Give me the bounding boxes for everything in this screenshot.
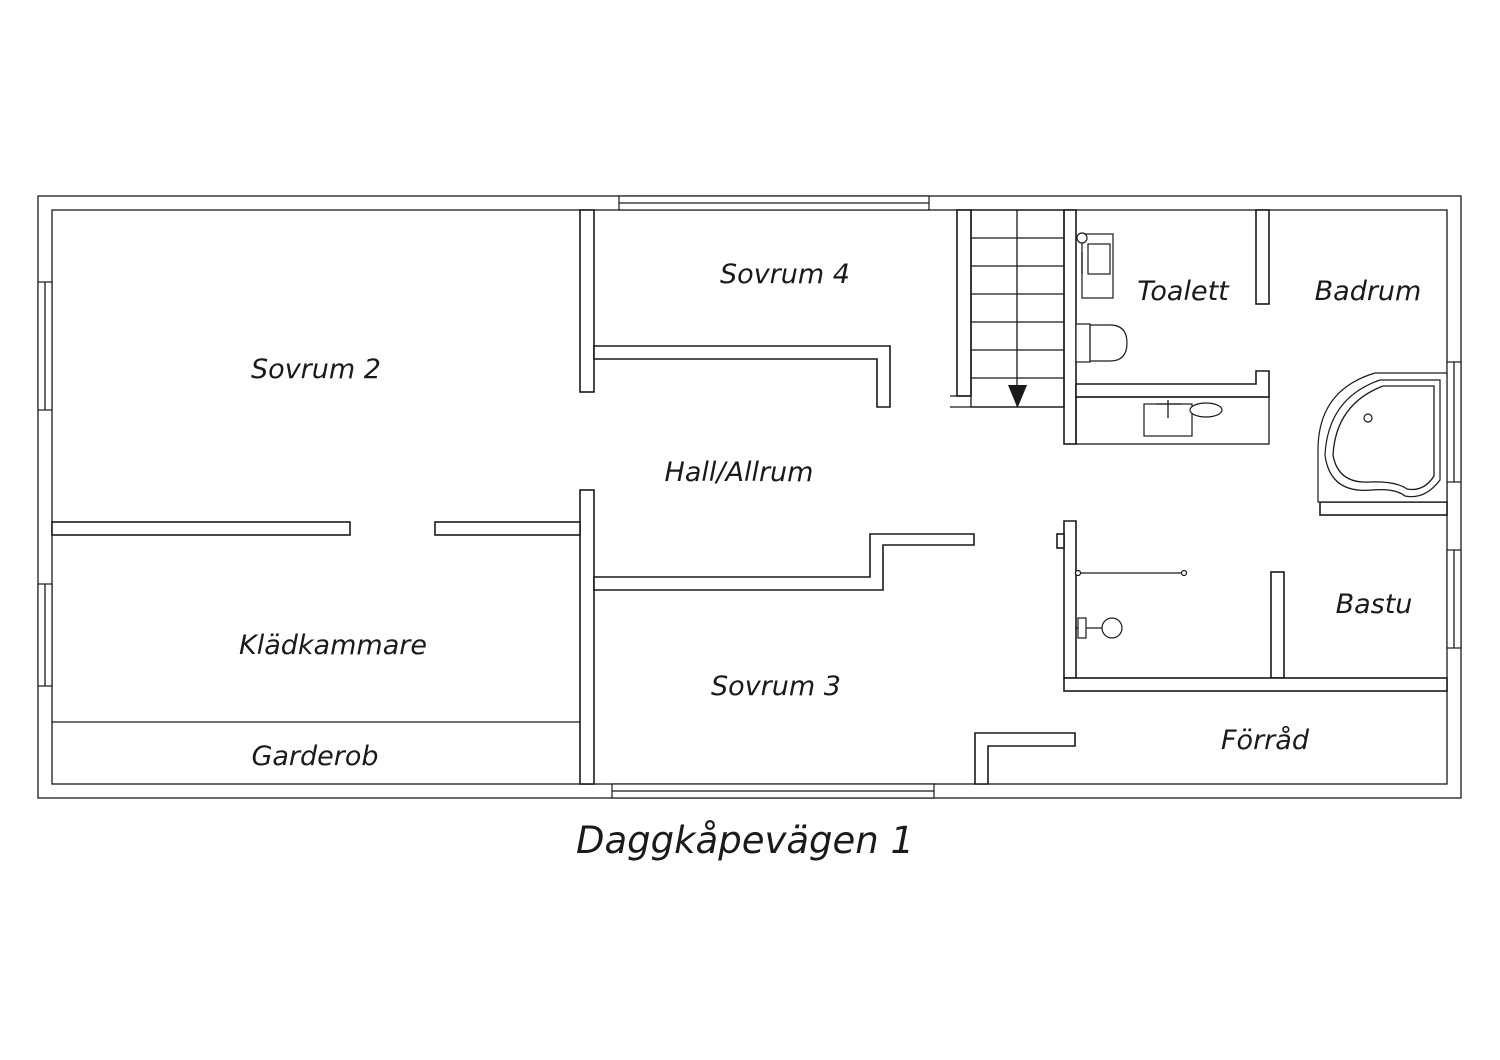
room-label-hall: Hall/Allrum xyxy=(665,457,814,488)
wall-shower-stub xyxy=(1056,533,1065,549)
wall-toalett-bottom xyxy=(1075,370,1270,398)
interior-walls xyxy=(51,209,1448,785)
sink-icon xyxy=(1143,400,1223,437)
staircase xyxy=(970,209,1065,408)
plan-title: Daggkåpevägen 1 xyxy=(576,819,914,862)
wall-forrad-top xyxy=(1063,677,1448,692)
wall-sovrum2-bottom-b xyxy=(434,521,581,536)
wall-badrum-bottom xyxy=(1319,501,1448,516)
room-label-sovrum2: Sovrum 2 xyxy=(251,354,381,385)
wall-sovrum2-bottom-a xyxy=(51,521,351,536)
wall-toalett-right xyxy=(1255,209,1270,305)
wall-left-wing-lower xyxy=(579,489,595,785)
wall-sovrum3-right xyxy=(974,732,1076,785)
room-labels: Sovrum 2 Sovrum 4 Hall/Allrum Klädkammar… xyxy=(239,259,1421,772)
wall-sovrum4-right xyxy=(956,209,972,397)
room-label-kladkammare: Klädkammare xyxy=(239,630,427,661)
wall-shower-left xyxy=(1063,520,1077,679)
window-icon xyxy=(37,195,1462,799)
room-label-sovrum3: Sovrum 3 xyxy=(711,671,841,702)
room-label-sovrum4: Sovrum 4 xyxy=(720,259,850,290)
wall-bastu-left xyxy=(1270,571,1285,679)
wall-toalett-left xyxy=(1063,209,1077,445)
corner-bathtub-icon xyxy=(1317,372,1448,503)
wall-left-wing-upper xyxy=(579,209,595,393)
room-label-forrad: Förråd xyxy=(1221,725,1310,756)
wall-sovrum3-top xyxy=(593,533,975,591)
room-label-bastu: Bastu xyxy=(1336,589,1413,620)
room-label-badrum: Badrum xyxy=(1315,276,1422,307)
sink-icon xyxy=(1076,232,1114,299)
wall-sovrum4-bottom xyxy=(593,345,891,408)
toilet-icon xyxy=(1075,323,1128,363)
stair-down-arrow-icon xyxy=(1008,385,1027,408)
shower-icon xyxy=(1074,569,1188,639)
room-label-garderob: Garderob xyxy=(251,741,378,772)
room-label-toalett: Toalett xyxy=(1137,276,1230,307)
